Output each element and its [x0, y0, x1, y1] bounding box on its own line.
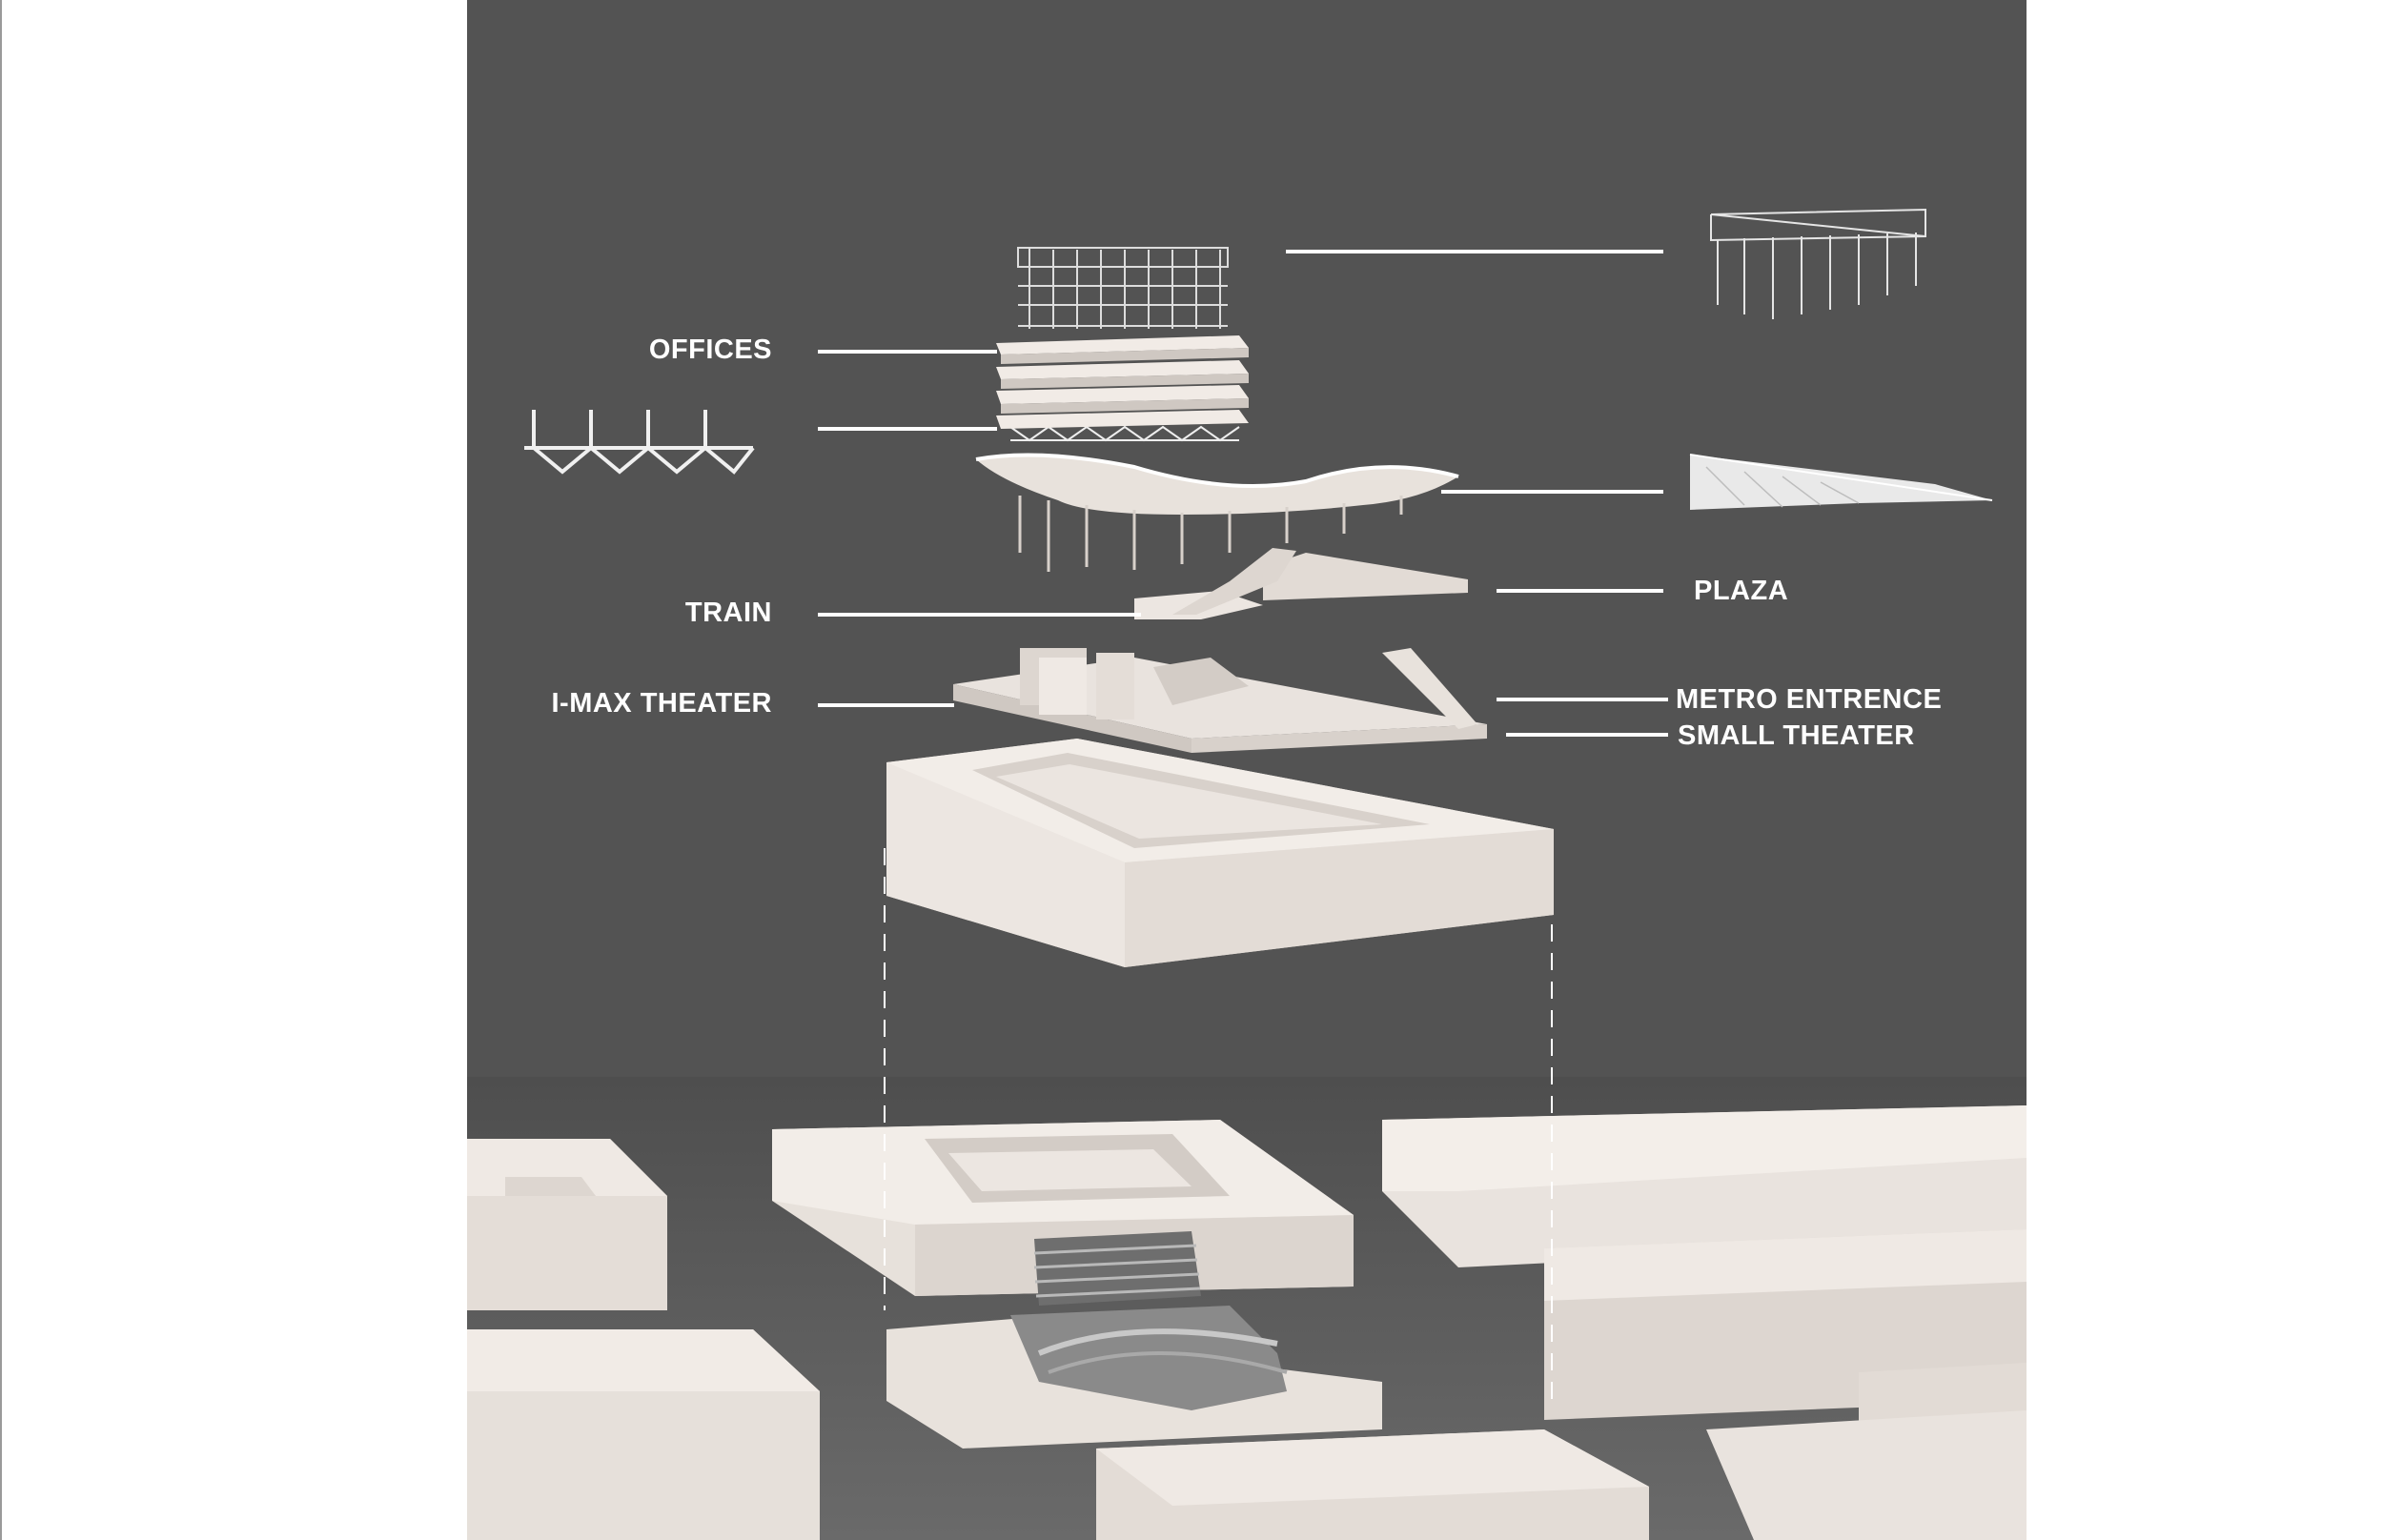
label-train: TRAIN	[684, 598, 772, 628]
train-ramp	[1172, 548, 1296, 615]
canopy-section-icon	[1689, 454, 1993, 510]
truss-layer	[1009, 425, 1240, 442]
podium-base-layer	[886, 739, 1554, 967]
plaza-train-layer	[1134, 548, 1468, 619]
canopy-roof-layer	[975, 453, 1459, 572]
roof-frame-layer	[1017, 247, 1229, 329]
site-building-model	[1010, 1231, 1288, 1410]
offices-layer	[996, 335, 1249, 429]
roof-structure-icon	[1710, 208, 1926, 319]
truss-detail-icon	[524, 410, 755, 475]
city-context-model	[467, 1077, 2027, 1540]
diagram-panel: OFFICES TRAIN I-MAX THEATER PLAZA METRO …	[467, 0, 2027, 1540]
label-plaza: PLAZA	[1694, 576, 1789, 606]
label-imax-theater: I-MAX THEATER	[551, 688, 772, 719]
label-offices: OFFICES	[648, 334, 772, 365]
projection-lines	[884, 848, 1553, 1406]
metro-entrance-ramp	[1382, 648, 1477, 729]
city-block-left	[467, 1139, 667, 1310]
page-edge-line	[0, 0, 2, 1540]
leader-lines	[818, 250, 1668, 737]
exploded-axonometric-diagram	[467, 208, 2027, 1540]
label-small-theater: SMALL THEATER	[1678, 720, 1915, 751]
label-metro-entrence: METRO ENTRENCE	[1676, 684, 1943, 715]
theater-layer	[953, 648, 1487, 753]
